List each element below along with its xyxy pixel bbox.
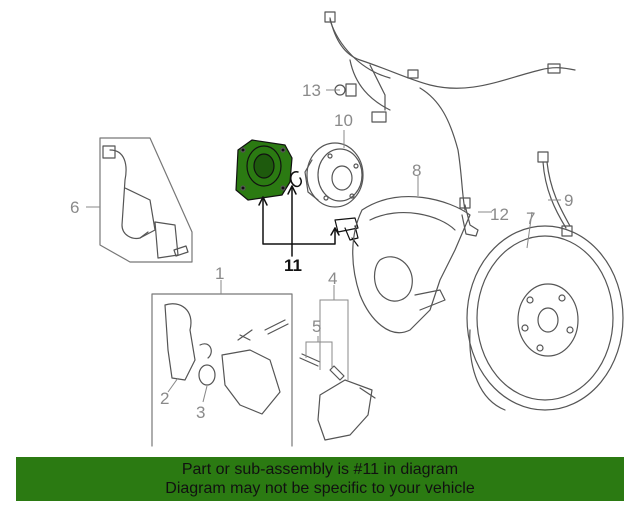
caliper-carrier [299,353,376,441]
snap-ring [290,171,302,188]
brake-hose [537,151,573,237]
banner-line-2: Diagram may not be specific to your vehi… [165,480,475,497]
callout-9: 9 [564,191,573,210]
callout-6: 6 [70,198,79,217]
parts-diagram: 13 10 6 8 9 7 12 11 1 4 5 2 3 [70,11,624,447]
banner-line-1: Part or sub-assembly is #11 in diagram [181,461,459,478]
abs-sensor [459,197,479,237]
callout-3: 3 [196,403,205,422]
callout-10: 10 [334,111,353,130]
callout-11-bracket [258,185,340,257]
callout-8: 8 [412,161,421,180]
splash-shield [352,196,471,334]
callout-2: 2 [160,389,169,408]
callout-1: 1 [215,264,224,283]
callout-12: 12 [490,205,509,224]
caliper-assembly [151,293,293,447]
info-banner: Part or sub-assembly is #11 in diagram D… [16,457,624,501]
brake-rotor [466,225,624,411]
callout-13: 13 [302,81,321,100]
callout-7: 7 [526,209,535,228]
wheel-bearing-highlighted [235,139,293,201]
callout-5: 5 [312,317,321,336]
callout-11: 11 [284,256,302,275]
wheel-hub [304,142,364,208]
brake-pads-assembly [99,137,193,263]
callout-4: 4 [328,269,337,288]
wiring-harness [324,11,576,211]
